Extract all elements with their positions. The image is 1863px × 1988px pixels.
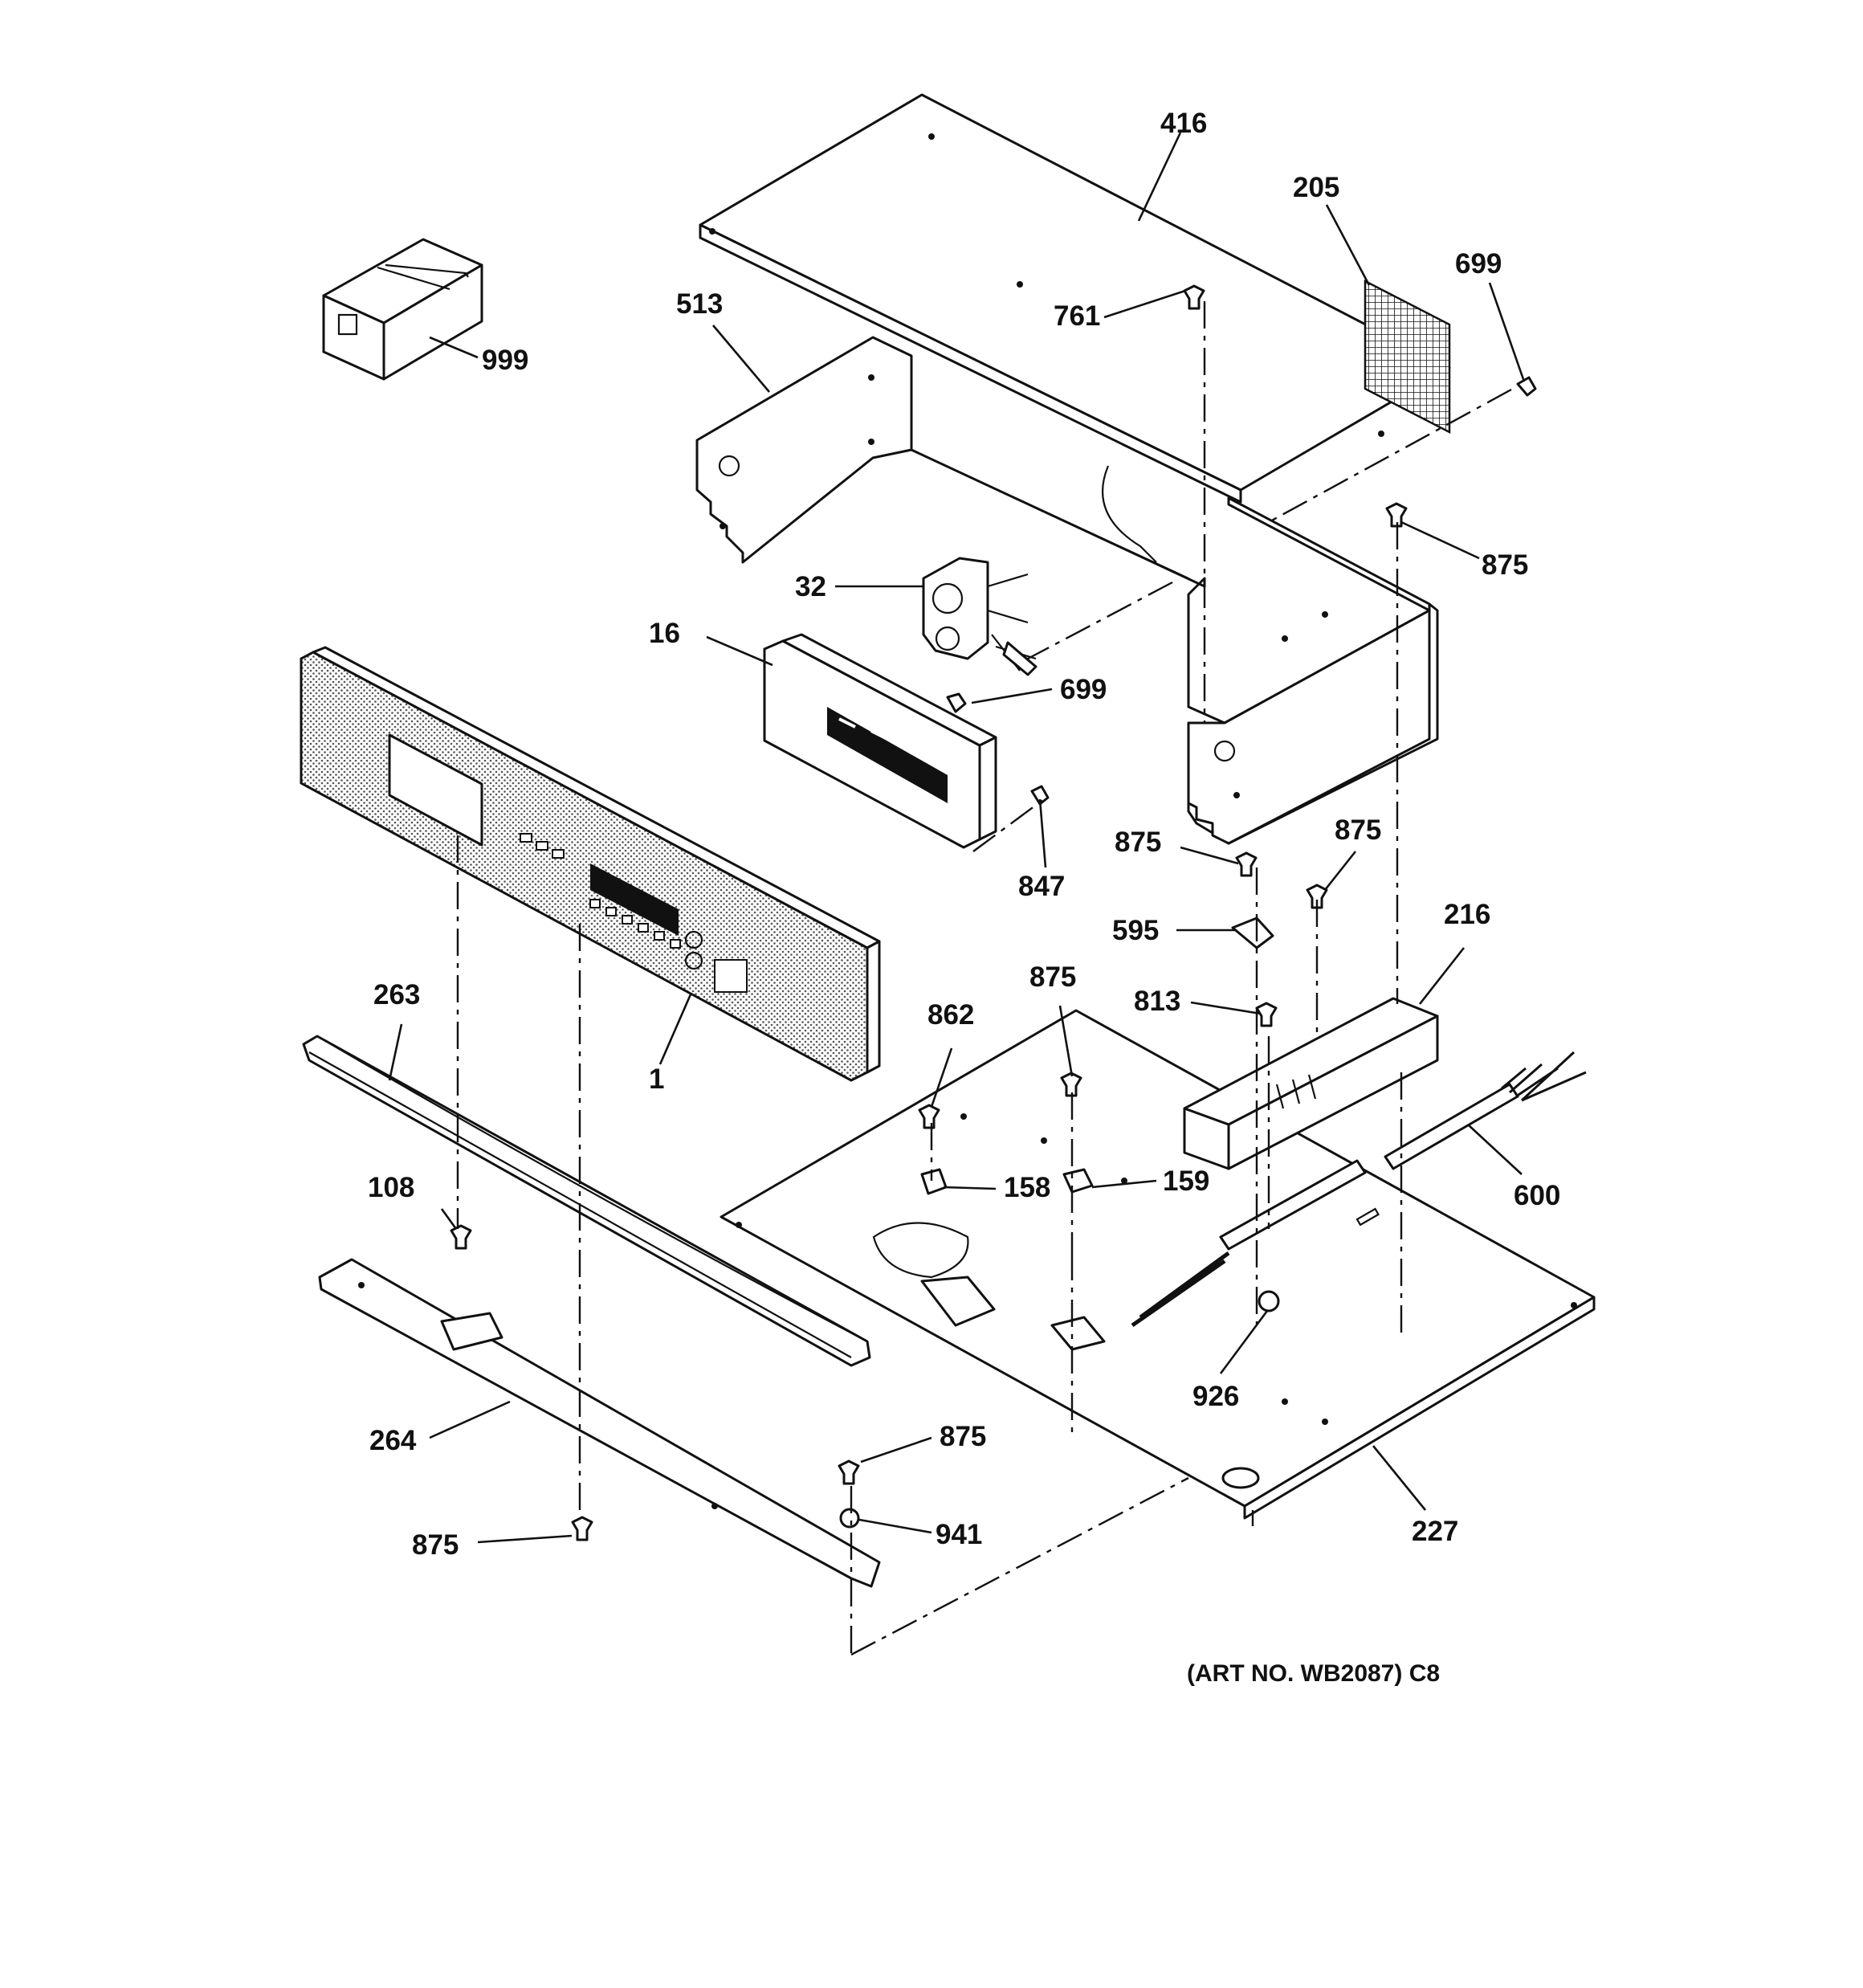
side-panel-part xyxy=(695,336,913,564)
callout-205: 205 xyxy=(1293,172,1339,203)
callout-108: 108 xyxy=(368,1172,414,1203)
cooling-fan-part xyxy=(922,557,1037,676)
callout-16: 16 xyxy=(649,618,680,649)
callout-847: 847 xyxy=(1018,871,1065,902)
callout-416: 416 xyxy=(1160,108,1207,139)
callout-699: 699 xyxy=(1060,674,1107,705)
callout-227: 227 xyxy=(1412,1516,1458,1547)
callout-158: 158 xyxy=(1004,1172,1050,1203)
bottom-panel-part xyxy=(720,1009,1596,1520)
callout-875: 875 xyxy=(412,1529,459,1561)
control-board-part xyxy=(763,633,997,849)
callout-labels: 416 205 699 513 761 999 875 32 16 699 84… xyxy=(368,108,1560,1561)
leader-lines xyxy=(388,132,1526,1544)
callout-761: 761 xyxy=(1054,300,1100,332)
callout-264: 264 xyxy=(369,1425,417,1456)
fasteners xyxy=(450,284,1537,1541)
callout-32: 32 xyxy=(795,571,826,602)
callout-926: 926 xyxy=(1192,1381,1239,1412)
callout-813: 813 xyxy=(1134,986,1180,1017)
callout-999: 999 xyxy=(482,345,528,376)
bracket-part xyxy=(318,1258,881,1588)
control-panel-part xyxy=(300,646,881,1082)
callout-941: 941 xyxy=(936,1519,982,1550)
callout-263: 263 xyxy=(373,979,420,1010)
callout-875: 875 xyxy=(1335,814,1381,846)
callout-875: 875 xyxy=(1029,961,1076,993)
callout-159: 159 xyxy=(1163,1165,1209,1197)
callout-513: 513 xyxy=(676,288,723,320)
callout-1: 1 xyxy=(649,1063,664,1095)
callout-216: 216 xyxy=(1444,899,1490,930)
art-number: (ART NO. WB2087) C8 xyxy=(1187,1660,1440,1687)
callout-875: 875 xyxy=(1482,549,1528,581)
assembly-lines xyxy=(456,301,1512,1656)
callout-699: 699 xyxy=(1455,248,1502,280)
box-part xyxy=(322,238,483,381)
callout-600: 600 xyxy=(1514,1180,1560,1211)
callout-875: 875 xyxy=(940,1421,986,1452)
callout-875: 875 xyxy=(1115,827,1161,858)
wire-harness-part xyxy=(1050,1051,1587,1351)
terminal-block-part xyxy=(1183,997,1439,1170)
callout-595: 595 xyxy=(1112,915,1159,946)
top-cover-part xyxy=(699,93,1451,504)
callout-862: 862 xyxy=(927,999,974,1031)
wrapper-part xyxy=(910,356,1439,845)
trim-part xyxy=(302,1035,871,1367)
